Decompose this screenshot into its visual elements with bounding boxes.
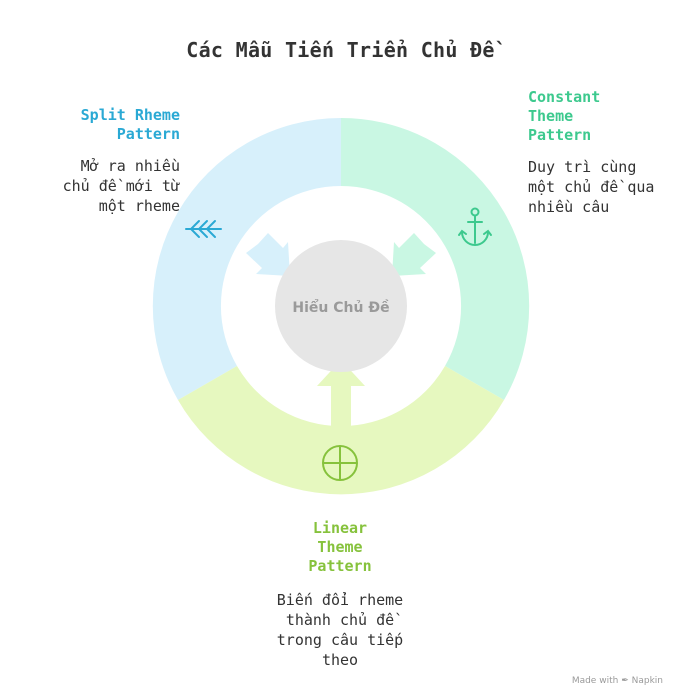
heading-line: Linear (312, 519, 368, 537)
arrows-icon (185, 220, 222, 238)
split-rheme-segment[interactable] (152, 117, 341, 400)
description-line: Biến đổi rheme (276, 591, 404, 609)
page-title: Các Mẫu Tiến Triển Chủ Đề (186, 38, 495, 62)
description-line: Mở ra nhiều (80, 157, 180, 175)
split-rheme-description: Mở ra nhiều chủ đề mới từ một rheme (30, 156, 180, 216)
description-line: thành chủ đề (285, 611, 395, 629)
split-rheme-arrow (246, 233, 290, 276)
linear-theme-text-block: Linear Theme Pattern Biến đổi rheme thàn… (250, 519, 430, 670)
constant-theme-segment[interactable] (341, 117, 530, 400)
heading-line: Theme (317, 538, 363, 556)
linear-theme-heading: Linear Theme Pattern (250, 519, 430, 576)
heading-line: Constant (528, 88, 601, 106)
description-line: nhiều câu (528, 198, 610, 216)
linear-theme-description: Biến đổi rheme thành chủ đề trong câu ti… (250, 590, 430, 670)
heading-line: Pattern (308, 557, 372, 575)
heading-line: Pattern (528, 126, 592, 144)
made-with-credit[interactable]: Made with ✒ Napkin (572, 676, 663, 686)
anchor-icon (458, 207, 492, 246)
constant-theme-arrow (392, 233, 436, 276)
description-line: Duy trì cùng (528, 158, 637, 176)
linear-theme-arrow (317, 360, 365, 435)
brand-label: Napkin (631, 676, 663, 686)
constant-theme-text-block: Constant Theme Pattern Duy trì cùng một … (528, 88, 668, 217)
heading-line: Theme (528, 107, 574, 125)
description-line: theo (321, 651, 359, 669)
constant-theme-heading: Constant Theme Pattern (528, 88, 668, 145)
constant-theme-description: Duy trì cùng một chủ đề qua nhiều câu (528, 157, 668, 217)
heading-line: Split Rheme (80, 106, 180, 124)
crosshair-icon (322, 445, 358, 481)
center-label: Hiểu Chủ Đề (292, 299, 389, 316)
made-with-label: Made with (571, 676, 619, 686)
split-rheme-heading: Split Rheme Pattern (30, 106, 180, 144)
description-line: trong câu tiếp (276, 631, 404, 649)
heading-line: Pattern (116, 125, 180, 143)
description-line: một chủ đề qua (528, 178, 655, 196)
description-line: chủ đề mới từ (62, 177, 180, 195)
description-line: một rheme (98, 197, 180, 215)
napkin-logo-icon: ✒ (621, 676, 629, 686)
split-rheme-text-block: Split Rheme Pattern Mở ra nhiều chủ đề m… (30, 106, 180, 216)
center-circle (275, 240, 407, 372)
